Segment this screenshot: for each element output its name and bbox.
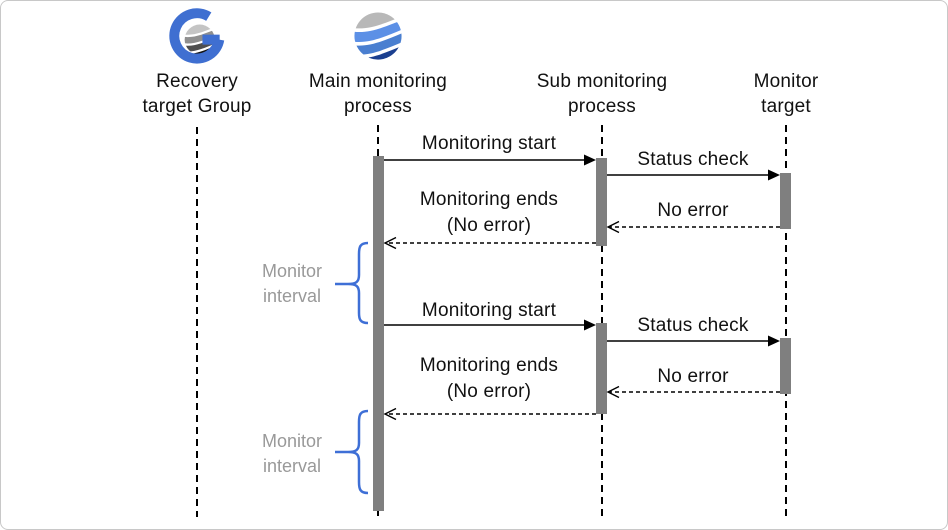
monitor-interval-brace-1 xyxy=(335,241,369,325)
arrow-status-check-1 xyxy=(607,169,780,181)
activation-bar-target-2 xyxy=(780,338,791,394)
message-label-monitoring-ends-2: Monitoring ends (No error) xyxy=(419,355,559,402)
arrow-monitoring-ends-2 xyxy=(383,407,596,421)
arrow-monitoring-start-1 xyxy=(384,154,596,166)
open-arrowhead-icon xyxy=(606,385,620,399)
open-arrowhead-icon xyxy=(383,236,397,250)
arrow-no-error-1 xyxy=(606,220,780,234)
wave-sphere-icon xyxy=(349,7,407,65)
message-label-no-error-1: No error xyxy=(657,200,729,221)
activation-bar-main xyxy=(373,156,384,511)
open-arrowhead-icon xyxy=(606,220,620,234)
arrowhead-icon xyxy=(584,154,596,166)
actor-label-recovery-target-group: Recovery target Group xyxy=(142,71,252,117)
arrow-monitoring-start-2 xyxy=(384,319,596,331)
open-arrowhead-icon xyxy=(383,407,397,421)
actor-label-main-monitoring-process: Main monitoring process xyxy=(308,71,448,117)
monitor-interval-label-1: Monitor interval xyxy=(261,261,323,306)
message-label-status-check-1: Status check xyxy=(637,149,749,170)
arrowhead-icon xyxy=(768,335,780,347)
activation-bar-sub-1 xyxy=(596,158,607,246)
actor-label-monitor-target: Monitor target xyxy=(753,71,819,117)
message-label-status-check-2: Status check xyxy=(637,315,749,336)
message-label-monitoring-start-1: Monitoring start xyxy=(421,133,557,154)
monitor-interval-brace-2 xyxy=(335,409,369,495)
message-label-monitoring-start-2: Monitoring start xyxy=(421,300,557,321)
message-label-monitoring-ends-1: Monitoring ends (No error) xyxy=(419,189,559,236)
actor-label-sub-monitoring-process: Sub monitoring process xyxy=(536,71,668,117)
arrow-status-check-2 xyxy=(607,335,780,347)
arrowhead-icon xyxy=(584,319,596,331)
globe-g-icon xyxy=(169,8,225,64)
activation-bar-target-1 xyxy=(780,173,791,229)
arrow-monitoring-ends-1 xyxy=(383,236,596,250)
arrow-no-error-2 xyxy=(606,385,780,399)
arrowhead-icon xyxy=(768,169,780,181)
activation-bar-sub-2 xyxy=(596,323,607,414)
message-label-no-error-2: No error xyxy=(657,366,729,387)
monitor-interval-label-2: Monitor interval xyxy=(261,431,323,476)
